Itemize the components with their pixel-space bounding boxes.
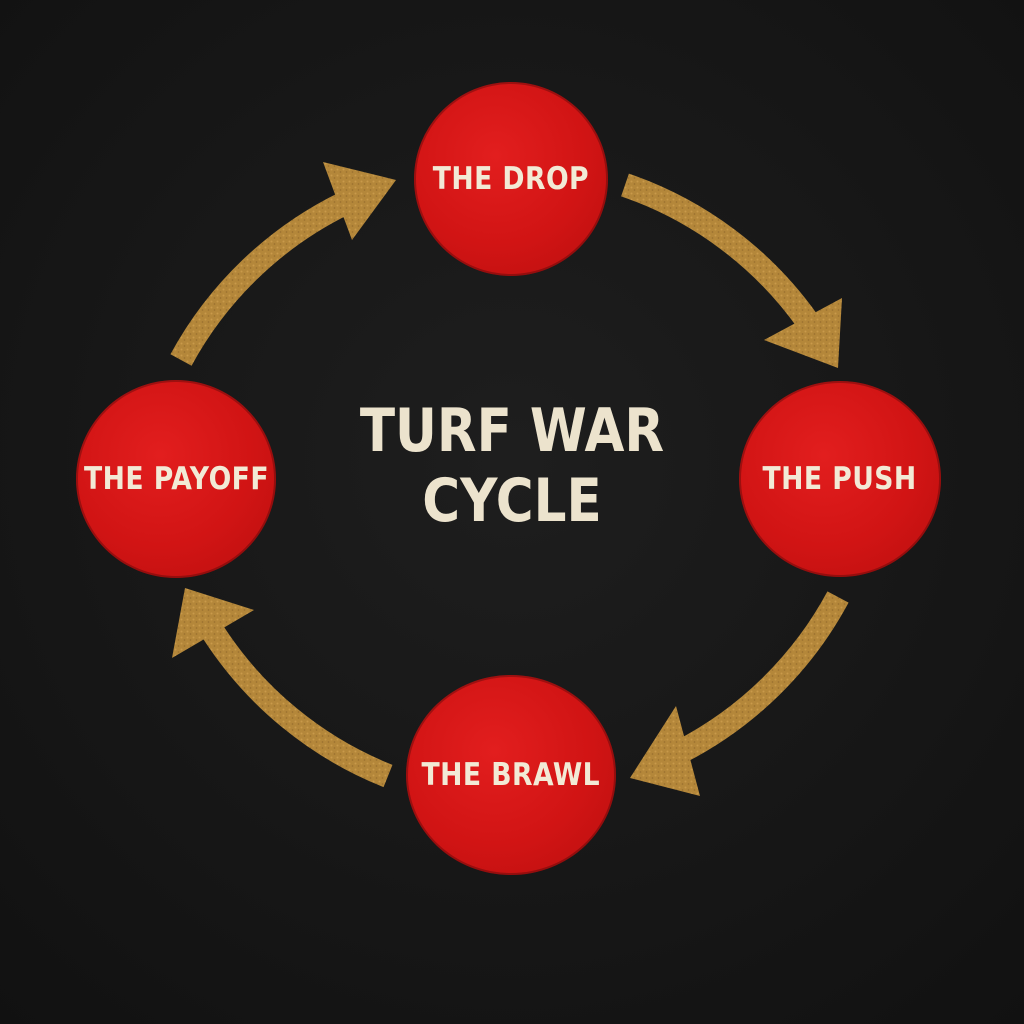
arrow-drop-to-push [621,173,842,368]
node-label: THE PAYOFF [83,461,269,497]
title-line-1: TURF WAR [359,396,665,466]
diagram-title: TURF WAR CYCLE [340,396,684,536]
title-line-2: CYCLE [422,466,602,536]
arrow-brawl-to-payoff [172,588,393,788]
node-the-push: THE PUSH [739,381,941,577]
node-label: THE PUSH [762,461,918,497]
node-label: THE BRAWL [421,757,601,793]
node-the-payoff: THE PAYOFF [76,380,276,578]
node-the-brawl: THE BRAWL [406,675,616,875]
arrow-payoff-to-drop [170,162,396,366]
node-the-drop: THE DROP [414,82,608,276]
arrow-push-to-brawl [630,591,849,796]
node-label: THE DROP [432,161,590,197]
